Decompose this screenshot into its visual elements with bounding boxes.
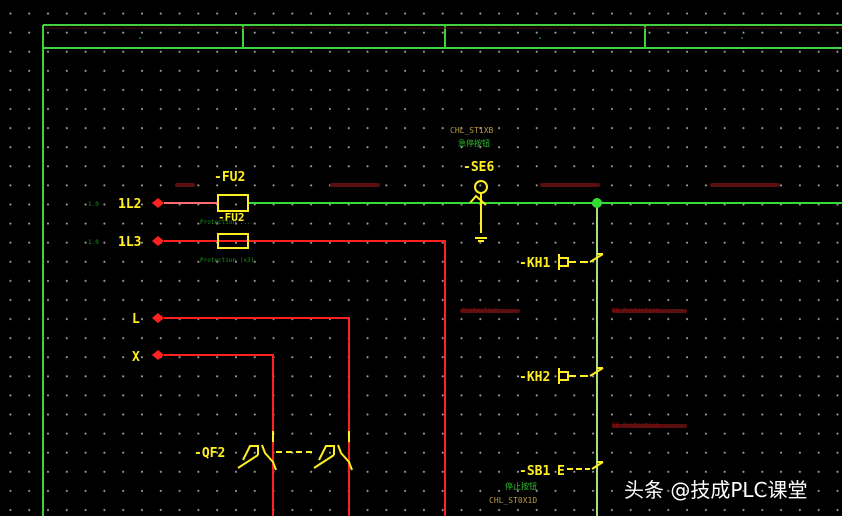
- component-type: CHL_ST0X1D: [489, 496, 537, 505]
- component-type: CHL_ST1XB: [450, 126, 494, 135]
- wire-x[interactable]: [164, 354, 274, 516]
- drawing-frame: [42, 24, 842, 516]
- terminal-note: 1.0: [88, 239, 99, 246]
- component-tag: -KH1: [519, 256, 550, 271]
- emergency-stop-se6[interactable]: CHL_ST1XB 急停按钮 -SE6: [450, 126, 494, 242]
- nc-contact-icon: [567, 461, 604, 470]
- thermal-contact-icon: [558, 367, 604, 384]
- component-desc: 停止按钮: [505, 481, 537, 491]
- terminal-label: 1L3: [118, 235, 141, 250]
- terminal-note: 1.0: [88, 201, 99, 208]
- column-marker: [139, 37, 141, 39]
- fuse-symbol-icon: [217, 233, 249, 249]
- terminal-arrow-icon: [152, 198, 164, 208]
- terminal-x[interactable]: X: [132, 350, 164, 365]
- component-desc: 急停按钮: [458, 138, 490, 148]
- component-note: Protection (x3): [200, 257, 254, 264]
- terminal-label: 1L2: [118, 197, 141, 212]
- component-tag: -KH2: [519, 370, 550, 385]
- cross-reference: KH Protection ...: [612, 307, 673, 314]
- breaker-pole-icon: [237, 444, 277, 471]
- watermark: 头条 @技成PLC课堂: [624, 478, 808, 502]
- terminal-1l3[interactable]: 1L3: [118, 235, 164, 250]
- contact-kh1[interactable]: -KH1: [519, 253, 604, 271]
- junction-dot: [592, 198, 602, 208]
- fuse-fu2[interactable]: -FU2 -FU2 Protection ... Protection (x3): [200, 170, 254, 264]
- terminal-arrow-icon: [152, 236, 164, 246]
- mushroom-head-icon: [474, 180, 488, 194]
- pushbutton-icon: E: [557, 464, 565, 479]
- contact-kh2[interactable]: -KH2: [519, 367, 604, 385]
- component-note: Protection ...: [200, 219, 251, 226]
- component-subtag: -FU2: [218, 211, 245, 224]
- cross-reference: KH Protection ...: [612, 422, 673, 429]
- stop-button-sb1[interactable]: -SB1 E 停止按钮 CHL_ST0X1D: [489, 461, 604, 505]
- thermal-contact-icon: [558, 253, 604, 270]
- component-tag: -FU2: [214, 170, 245, 185]
- terminal-label: L: [132, 312, 140, 327]
- breaker-pole-icon: [313, 444, 353, 471]
- component-tag: -QF2: [194, 446, 225, 461]
- cross-reference: Protection ...: [462, 307, 513, 314]
- column-marker: [741, 37, 743, 39]
- terminal-l[interactable]: L: [132, 312, 164, 327]
- fuse-symbol-icon: [217, 194, 249, 212]
- component-tag: -SB1: [519, 464, 550, 479]
- column-marker: [539, 37, 541, 39]
- terminal-arrow-icon: [152, 313, 164, 323]
- component-tag: -SE6: [463, 160, 494, 175]
- breaker-qf2[interactable]: -QF2: [194, 431, 353, 471]
- faint-ref-row: [175, 183, 780, 428]
- wire-1l3[interactable]: [164, 240, 446, 516]
- terminal-1l2[interactable]: 1L2: [118, 197, 164, 212]
- contact-symbol-icon: [469, 193, 487, 242]
- wire-l[interactable]: [164, 317, 350, 516]
- terminal-arrow-icon: [152, 350, 164, 360]
- terminal-label: X: [132, 350, 140, 365]
